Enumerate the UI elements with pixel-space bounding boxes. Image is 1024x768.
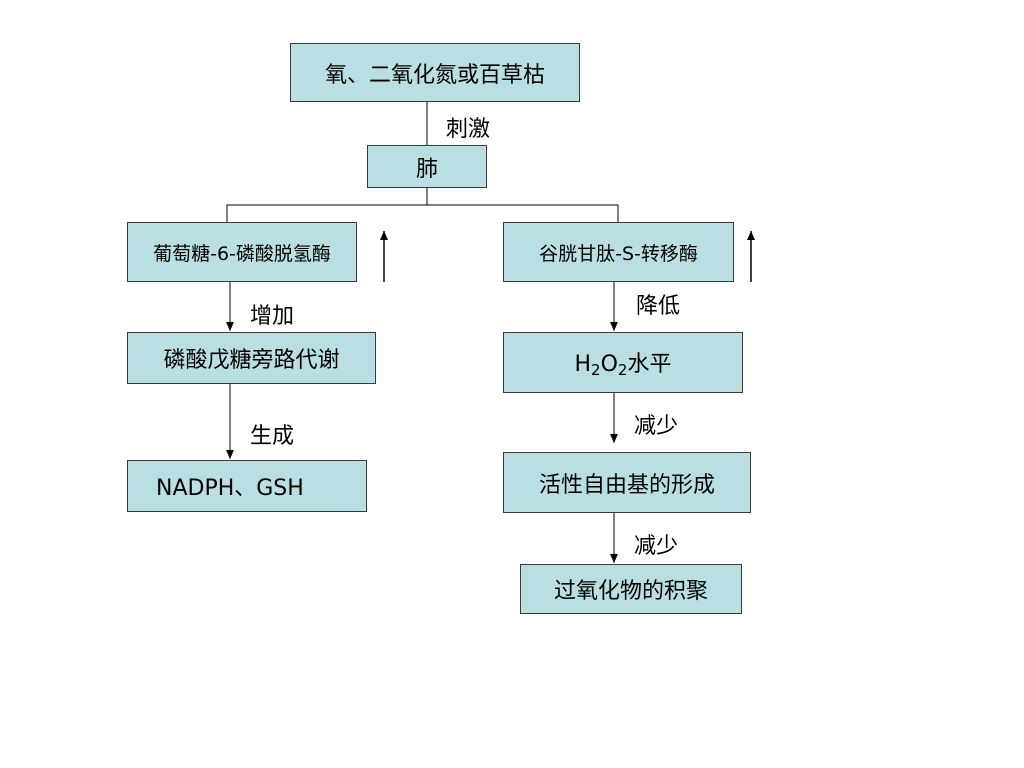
stimulus-label: 刺激	[446, 117, 491, 142]
oxidant-source-box: 氧、二氧化氮或百草枯	[290, 43, 580, 102]
nadph-gsh-box: NADPH、GSH	[127, 460, 367, 512]
peroxide-accumulation-box: 过氧化物的积聚	[520, 564, 742, 614]
reduce-label-1: 减少	[634, 414, 679, 439]
lung-box: 肺	[367, 145, 487, 188]
g6pd-enzyme-box: 葡萄糖-6-磷酸脱氢酶	[127, 222, 357, 282]
decrease-label: 降低	[636, 294, 681, 319]
h2o2-level-box: H2O2水平	[503, 332, 743, 393]
pentose-phosphate-box: 磷酸戊糖旁路代谢	[127, 332, 376, 384]
reduce-label-2: 减少	[634, 534, 679, 559]
increase-label: 增加	[250, 304, 295, 329]
connector-lung-branch-right	[427, 204, 619, 222]
free-radical-box: 活性自由基的形成	[503, 452, 751, 513]
h2o2-formula: H2O2水平	[574, 352, 672, 379]
connector-lung-branch	[226, 188, 428, 222]
generate-label: 生成	[250, 424, 295, 449]
gst-enzyme-box: 谷胱甘肽-S-转移酶	[503, 222, 734, 282]
